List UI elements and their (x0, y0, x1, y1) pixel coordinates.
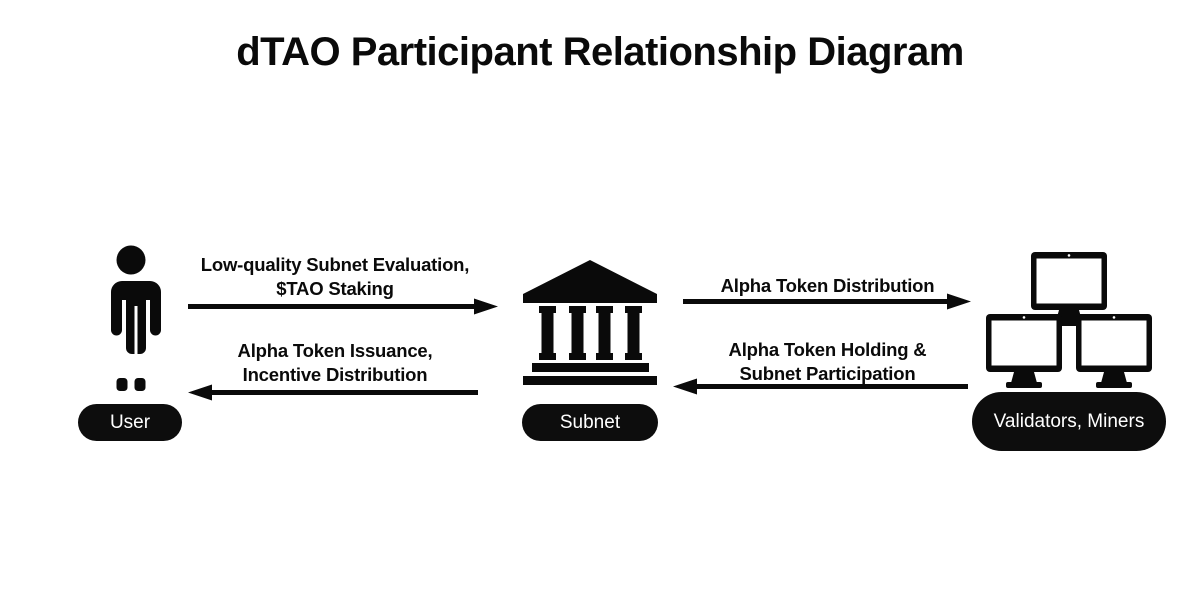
node-pill-validators-miners[interactable]: Validators, Miners (972, 392, 1166, 451)
flow-label-subnet-to-user: Alpha Token Issuance, Incentive Distribu… (237, 340, 433, 385)
node-pill-user[interactable]: User (78, 404, 182, 441)
monitor-left (986, 314, 1062, 388)
monitor-top (1031, 252, 1107, 326)
flow-arrow-validators-to-subnet (673, 376, 968, 398)
flow-arrow-subnet-to-validators (683, 291, 971, 313)
bank-icon (521, 258, 659, 386)
node-label-subnet: Subnet (559, 411, 621, 433)
person-icon (100, 245, 162, 393)
flow-label-subnet-to-validators: Alpha Token Distribution (720, 275, 935, 296)
flow-label-user-to-subnet: Low-quality Subnet Evaluation, $TAO Stak… (200, 254, 470, 299)
monitors-icon (986, 252, 1152, 388)
flow-arrow-user-to-subnet (188, 296, 498, 318)
node-pill-subnet[interactable]: Subnet (522, 404, 658, 441)
page-title: dTAO Participant Relationship Diagram (236, 30, 964, 74)
flow-label-validators-to-subnet: Alpha Token Holding & Subnet Participati… (728, 339, 927, 384)
node-label-validators-miners: Validators, Miners (993, 410, 1145, 432)
monitor-right (1076, 314, 1152, 388)
flow-arrow-subnet-to-user (188, 382, 478, 404)
node-label-user: User (109, 411, 151, 433)
